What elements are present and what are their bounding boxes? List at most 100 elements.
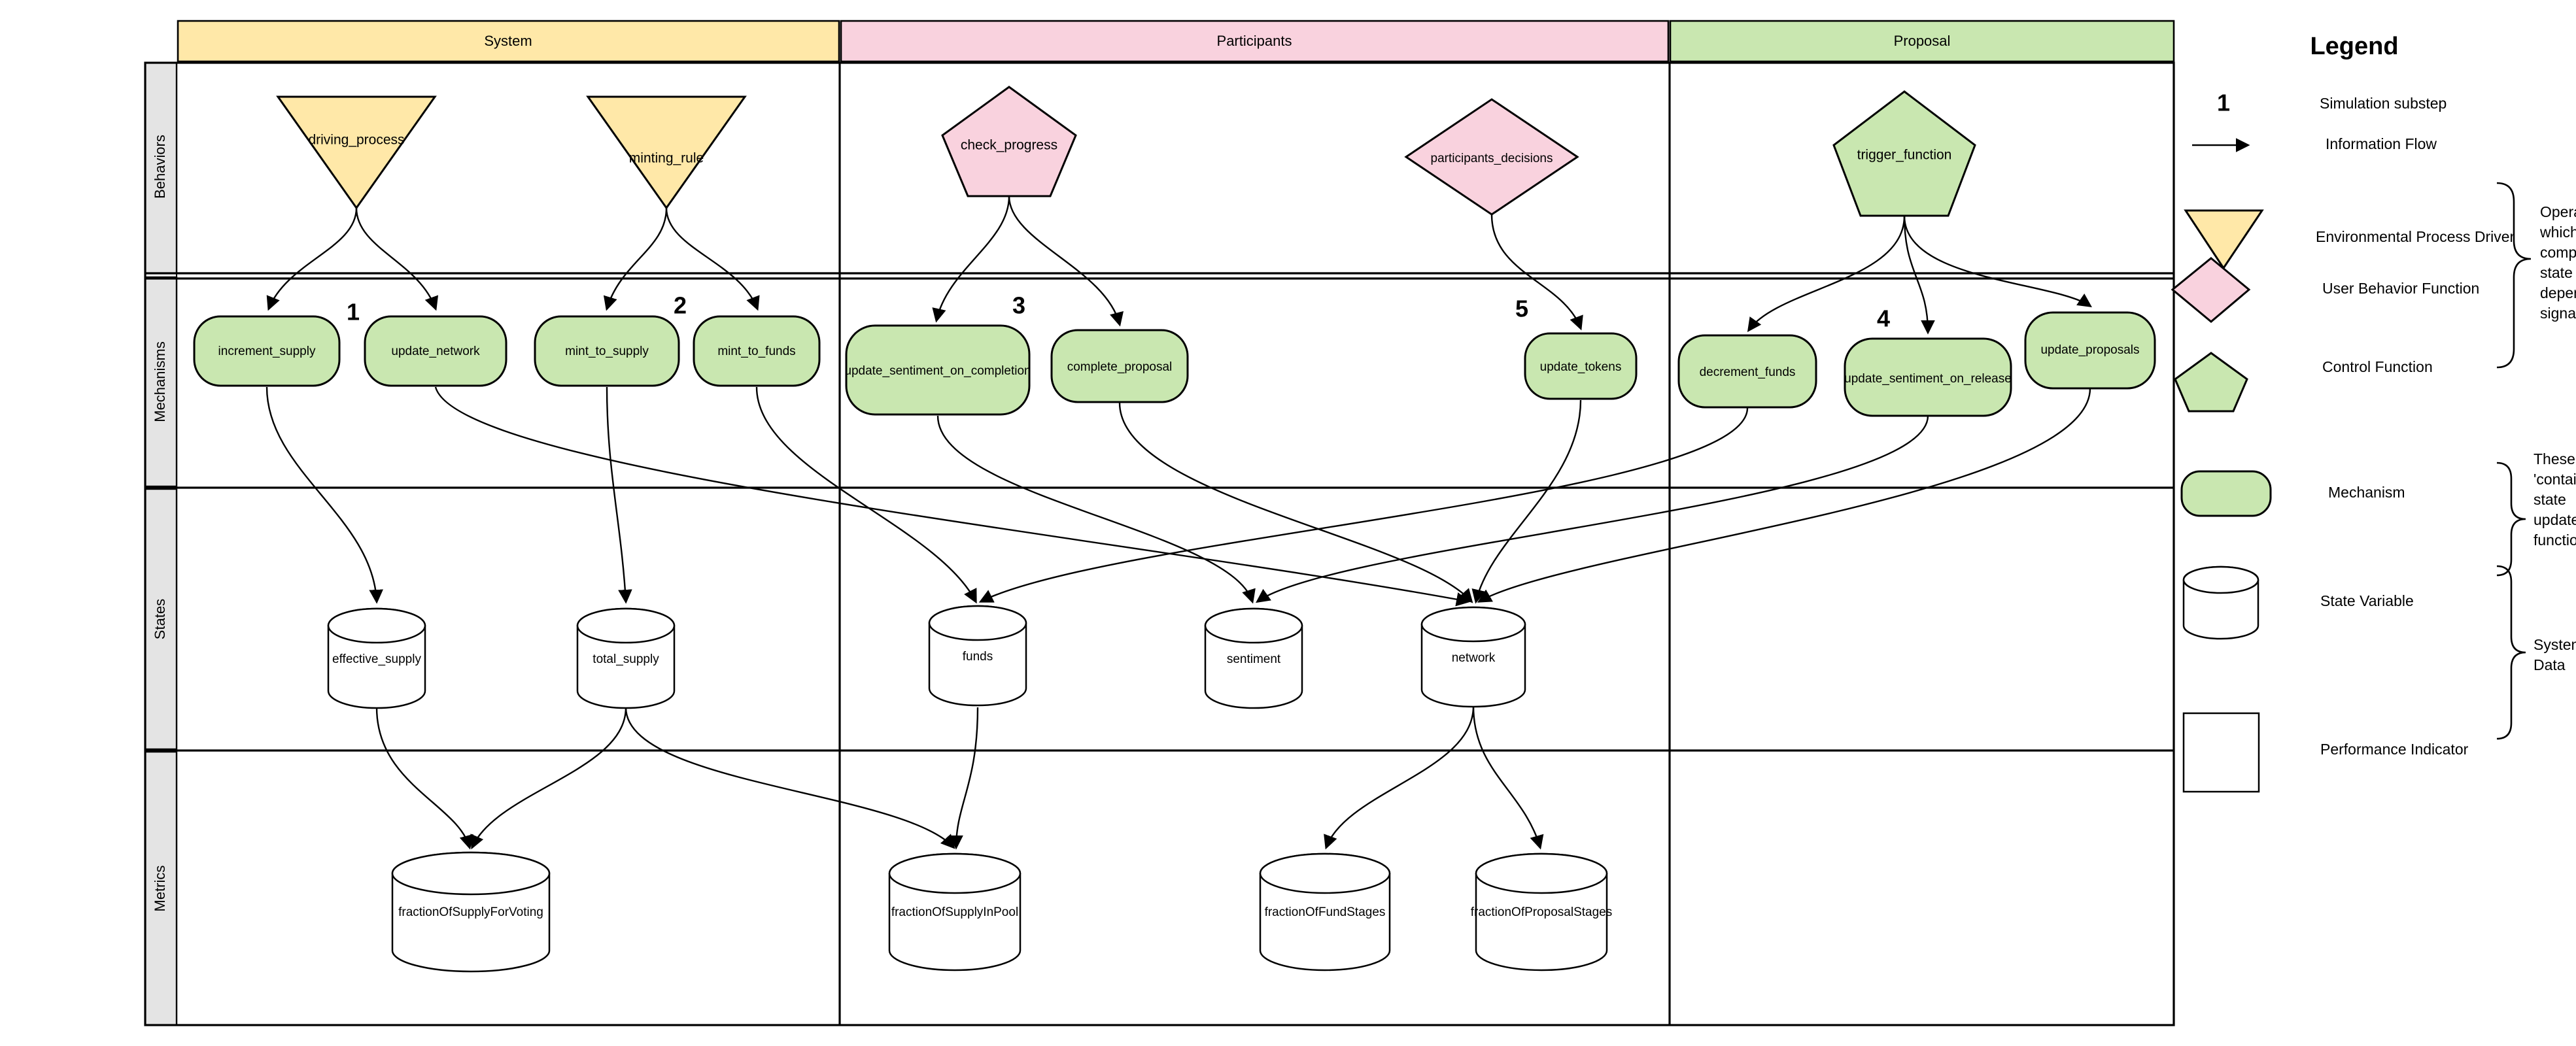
state-node-network[interactable]: network [1420, 606, 1526, 708]
rounded-rect-icon [845, 324, 1031, 416]
rounded-rect-icon [1677, 334, 1817, 409]
cylinder-top-icon [888, 852, 1022, 894]
metric-node-fractionOfProposalStages-label: fractionOfProposalStages [1471, 905, 1613, 919]
mechanism-node-update_tokens[interactable]: update_tokens [1524, 332, 1638, 400]
edge-complete_proposal-network [1118, 402, 1473, 603]
mechanism-node-mint_to_supply[interactable]: mint_to_supply [534, 315, 680, 387]
legend-brace-system-data-note-text: System Data [2533, 636, 2576, 673]
legend-item-mechanism: Mechanism [2180, 470, 2405, 517]
behavior-node-driving_process[interactable]: driving_process [276, 95, 437, 210]
behavior-node-participants_decisions[interactable]: participants_decisions [1404, 98, 1579, 216]
behavior-node-minting_rule[interactable]: minting_rule [586, 95, 747, 210]
metric-node-fractionOfFundStages[interactable]: fractionOfFundStages [1259, 852, 1391, 971]
pentagon-icon [941, 86, 1077, 197]
metric-node-fractionOfFundStages-label: fractionOfFundStages [1265, 905, 1386, 919]
state-node-effective_supply-label: effective_supply [332, 652, 421, 666]
edge-mint_to_supply-total_supply [606, 386, 632, 604]
mechanism-node-complete_proposal[interactable]: complete_proposal [1050, 329, 1189, 403]
mechanism-node-decrement_funds-label: decrement_funds [1700, 365, 1796, 379]
mechanism-node-increment_supply-label: increment_supply [218, 345, 316, 358]
edge-network-fractionOfFundStages [1324, 705, 1475, 850]
legend-item-control-function: Control Function [2174, 352, 2433, 413]
state-node-sentiment[interactable]: sentiment [1204, 607, 1303, 709]
legend-item-simulation-substep: 1 Simulation substep [2217, 90, 2447, 116]
mechanism-node-update_network-label: update_network [391, 345, 480, 358]
mechanism-node-update_proposals[interactable]: update_proposals [2024, 311, 2156, 390]
rounded-rect-icon [693, 315, 821, 387]
note-line: state [2540, 264, 2573, 281]
legend-brace-mechanism-note: These 'contain' state update functions [2496, 450, 2576, 577]
cylinder-top-icon [1204, 607, 1303, 644]
note-line: signals [2540, 305, 2576, 322]
mechanism-node-update_sentiment_on_completion[interactable]: update_sentiment_on_completion [844, 324, 1031, 416]
lane-header-participants [840, 20, 1670, 63]
cylinder-top-icon [1420, 606, 1526, 643]
mechanism-node-update_sentiment_on_release-label: update_sentiment_on_release [1844, 372, 2012, 386]
edge-check_progress-update_sentiment_on_completion [932, 195, 1010, 323]
inverted-triangle-icon [276, 95, 437, 210]
mechanism-node-mint_to_supply-label: mint_to_supply [565, 345, 649, 358]
legend-item-state-variable: State Variable [2182, 565, 2414, 640]
edges-mechanisms-to-states [266, 386, 2091, 607]
cylinder-top-icon [1475, 852, 1608, 894]
metric-node-fractionOfSupplyForVoting[interactable]: fractionOfSupplyForVoting [391, 851, 551, 973]
note-line: which [2539, 224, 2576, 241]
note-line: 'contain' [2533, 471, 2576, 488]
note-line: Operators [2540, 203, 2576, 220]
note-line: compute [2540, 244, 2576, 261]
row-label-column: Behaviors Mechanisms States Metrics [144, 61, 178, 1026]
edge-update_tokens-network [1471, 399, 1582, 604]
pentagon-icon [2174, 352, 2248, 413]
legend-item-user-behavior-function-label: User Behavior Function [2322, 280, 2479, 297]
state-node-sentiment-label: sentiment [1227, 652, 1281, 666]
row-label-mechanisms: Mechanisms [152, 341, 168, 422]
cylinder-top-icon [1259, 852, 1391, 894]
behavior-node-participants_decisions-label: participants_decisions [1431, 152, 1553, 165]
state-node-total_supply[interactable]: total_supply [576, 607, 676, 709]
mechanism-node-decrement_funds[interactable]: decrement_funds [1677, 334, 1817, 409]
behavior-node-trigger_function[interactable]: trigger_function [1832, 90, 1976, 217]
edge-trigger_function-update_sentiment_on_release [1903, 215, 1935, 335]
state-node-network-label: network [1452, 651, 1496, 665]
legend-item-control-function-label: Control Function [2322, 358, 2433, 375]
note-line: state [2533, 491, 2566, 508]
legend-item-environmental-process-driver-label: Environmental Process Driver [2316, 228, 2515, 245]
cylinder-top-icon [391, 851, 551, 896]
state-node-effective_supply[interactable]: effective_supply [327, 607, 426, 709]
substep-number-1: 1 [347, 299, 360, 326]
edge-driving_process-increment_supply [266, 207, 358, 311]
row-label-bg-mechanisms [144, 276, 178, 488]
mechanism-node-complete_proposal-label: complete_proposal [1067, 360, 1173, 374]
behavior-node-check_progress-label: check_progress [961, 138, 1057, 153]
legend-item-simulation-substep-label: Simulation substep [2320, 95, 2447, 112]
note-line: update [2533, 511, 2576, 528]
substep-number-4: 4 [1877, 305, 1890, 332]
mechanism-node-update_sentiment_on_release[interactable]: update_sentiment_on_release [1844, 337, 2012, 417]
rounded-rect-icon [1844, 337, 2012, 417]
metric-node-fractionOfSupplyInPool-label: fractionOfSupplyInPool [891, 905, 1018, 919]
metric-node-fractionOfProposalStages[interactable]: fractionOfProposalStages [1471, 852, 1613, 971]
legend-brace-mechanism-note-text: These 'contain' state update functions [2533, 450, 2576, 548]
edge-driving_process-update_network [355, 207, 439, 311]
edge-trigger_function-update_proposals [1903, 215, 2092, 308]
state-node-funds[interactable]: funds [928, 605, 1027, 707]
metric-node-fractionOfSupplyForVoting-label: fractionOfSupplyForVoting [398, 905, 543, 919]
rounded-rect-icon [534, 315, 680, 387]
substep-numbers: 1 2 3 5 4 [347, 292, 1890, 332]
legend-item-information-flow-label: Information Flow [2326, 135, 2437, 152]
edge-funds-fractionOfSupplyInPool [949, 707, 979, 850]
mechanism-node-update_tokens-label: update_tokens [1540, 360, 1622, 374]
mechanism-node-mint_to_funds[interactable]: mint_to_funds [693, 315, 821, 387]
mechanism-node-update_network[interactable]: update_network [364, 315, 507, 387]
metric-node-fractionOfSupplyInPool[interactable]: fractionOfSupplyInPool [888, 852, 1022, 971]
legend-brace-operators-note: Operators which compute state dependent … [2496, 182, 2576, 369]
edge-trigger_function-decrement_funds [1747, 215, 1906, 332]
note-line: dependent [2540, 284, 2576, 301]
behavior-node-check_progress[interactable]: check_progress [941, 86, 1077, 197]
legend-item-performance-indicator: Performance Indicator [2182, 712, 2469, 793]
mechanism-node-update_proposals-label: update_proposals [2040, 343, 2139, 357]
cylinder-top-icon [2182, 565, 2259, 594]
lane-header-proposal-label: Proposal [1894, 33, 1951, 49]
mechanism-node-increment_supply[interactable]: increment_supply [193, 315, 341, 387]
rounded-rect-icon [1524, 332, 1638, 400]
